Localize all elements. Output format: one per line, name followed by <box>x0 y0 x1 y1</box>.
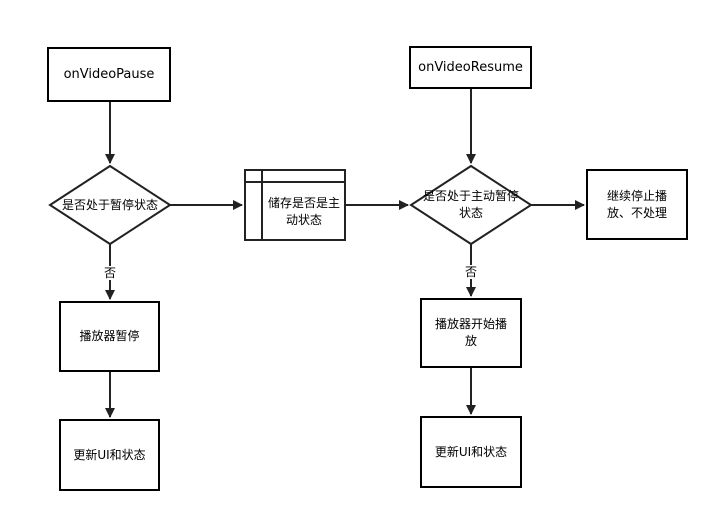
resume-yes-label: 继续停止播放、不处理 <box>606 188 667 220</box>
resume-yes-box: 继续停止播放、不处理 <box>586 169 688 240</box>
resume-action2-label: 更新UI和状态 <box>434 444 508 459</box>
pause-action2-label: 更新UI和状态 <box>73 447 146 462</box>
resume-action2-box: 更新UI和状态 <box>420 416 522 488</box>
pause-start-box: onVideoPause <box>47 47 171 102</box>
resume-action1-label: 播放器开始播放 <box>434 317 507 348</box>
pause-action1-label: 播放器暂停 <box>79 329 140 343</box>
resume-decision-label: 是否处于主动暂停状态 <box>422 189 519 220</box>
pause-no-label: 否 <box>103 266 118 280</box>
resume-start-label: onVideoResume <box>418 59 523 75</box>
pause-start-label: onVideoPause <box>63 67 155 82</box>
pause-decision-label: 是否处于暂停状态 <box>62 197 159 212</box>
resume-no-label: 否 <box>464 265 479 279</box>
store-label: 储存是否是主动状态 <box>267 196 340 227</box>
resume-start-box: onVideoResume <box>409 46 532 89</box>
resume-action1-box: 播放器开始播放 <box>420 298 522 368</box>
pause-action1-box: 播放器暂停 <box>59 301 160 372</box>
pause-action2-box: 更新UI和状态 <box>59 419 160 491</box>
